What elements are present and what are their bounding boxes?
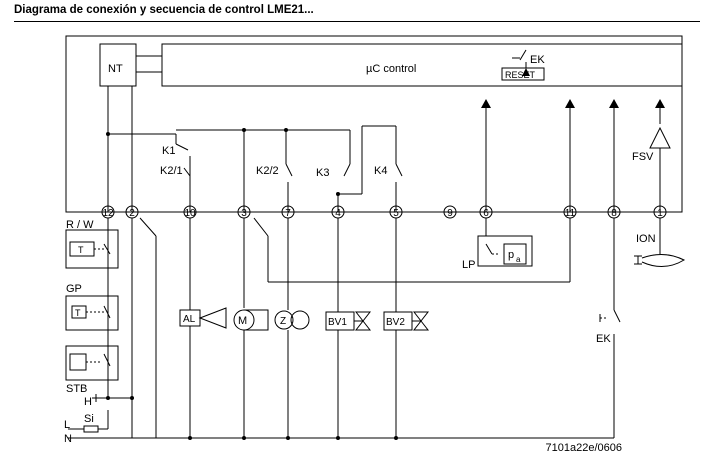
uc-control-box bbox=[161, 43, 683, 87]
terminal-label: 8 bbox=[611, 208, 617, 219]
nt-label: NT bbox=[108, 63, 123, 75]
bv1-label: BV1 bbox=[328, 317, 347, 328]
fsv-amplifier-icon bbox=[649, 126, 671, 149]
relay-k3-label: K3 bbox=[316, 167, 329, 179]
ignition-label: Z bbox=[280, 316, 286, 327]
stb-limiter-box bbox=[65, 345, 119, 381]
arrow-6-icon bbox=[481, 99, 491, 108]
al-label: AL bbox=[183, 314, 196, 325]
h-label: H bbox=[84, 396, 92, 408]
arrow-8-icon bbox=[609, 99, 619, 108]
relay-k4-label: K4 bbox=[374, 165, 387, 177]
nt-box bbox=[99, 43, 137, 87]
gp-pressure-switch-box bbox=[65, 295, 119, 331]
pa-subscript: a bbox=[516, 255, 521, 264]
relay-k2-1-label: K2/1 bbox=[160, 165, 183, 177]
rw-controller-box bbox=[65, 229, 119, 269]
page-title: Diagrama de conexión y secuencia de cont… bbox=[14, 4, 314, 16]
stb-label: STB bbox=[66, 383, 87, 395]
terminal-label: 6 bbox=[483, 208, 489, 219]
ion-flame-icon bbox=[641, 254, 686, 267]
terminal-label: 4 bbox=[335, 208, 341, 219]
n-label: N bbox=[64, 433, 72, 445]
lp-pressure-switch-box bbox=[477, 235, 533, 267]
terminal-label: 7 bbox=[285, 208, 291, 219]
alarm-horn-icon bbox=[198, 307, 227, 329]
terminal-labels: 12 2 10 3 7 4 5 9 6 11 8 1 bbox=[102, 208, 663, 219]
terminal-label: 10 bbox=[184, 208, 196, 219]
title-underline bbox=[14, 21, 700, 22]
ek-label: EK bbox=[530, 54, 545, 66]
reset-label: RESET bbox=[505, 70, 536, 80]
control-unit-frame bbox=[65, 35, 683, 213]
motor-label: M bbox=[238, 315, 247, 327]
ion-label: ION bbox=[636, 233, 656, 245]
lp-label: LP bbox=[462, 259, 475, 271]
ek-external-label: EK bbox=[596, 333, 611, 345]
l-label: L bbox=[64, 419, 70, 431]
uc-control-label: µC control bbox=[366, 63, 416, 75]
terminal-label: 2 bbox=[129, 208, 135, 219]
arrow-11-icon bbox=[565, 99, 575, 108]
ignition-icon bbox=[274, 310, 294, 330]
diagram-reference: 7101a22e/0606 bbox=[545, 442, 622, 454]
relay-k1-label: K1 bbox=[162, 145, 175, 157]
gp-label: GP bbox=[66, 283, 82, 295]
si-label: Si bbox=[84, 413, 94, 425]
relay-k2-2-label: K2/2 bbox=[256, 165, 279, 177]
terminal-label: 11 bbox=[565, 208, 576, 219]
terminal-label: 1 bbox=[657, 208, 663, 219]
bv2-label: BV2 bbox=[386, 317, 405, 328]
thermostat-t-label: T bbox=[78, 245, 84, 255]
rw-label: R / W bbox=[66, 219, 94, 231]
terminal-label: 5 bbox=[393, 208, 399, 219]
gp-t-label: T bbox=[75, 308, 81, 318]
terminal-label: 9 bbox=[447, 208, 453, 219]
fuse-icon bbox=[83, 425, 99, 433]
fsv-label: FSV bbox=[632, 151, 654, 163]
pa-label: p bbox=[508, 249, 514, 261]
arrow-1-icon bbox=[655, 99, 665, 108]
terminal-label: 12 bbox=[102, 208, 114, 219]
reset-button-box bbox=[501, 67, 545, 81]
terminal-label: 3 bbox=[241, 208, 247, 219]
